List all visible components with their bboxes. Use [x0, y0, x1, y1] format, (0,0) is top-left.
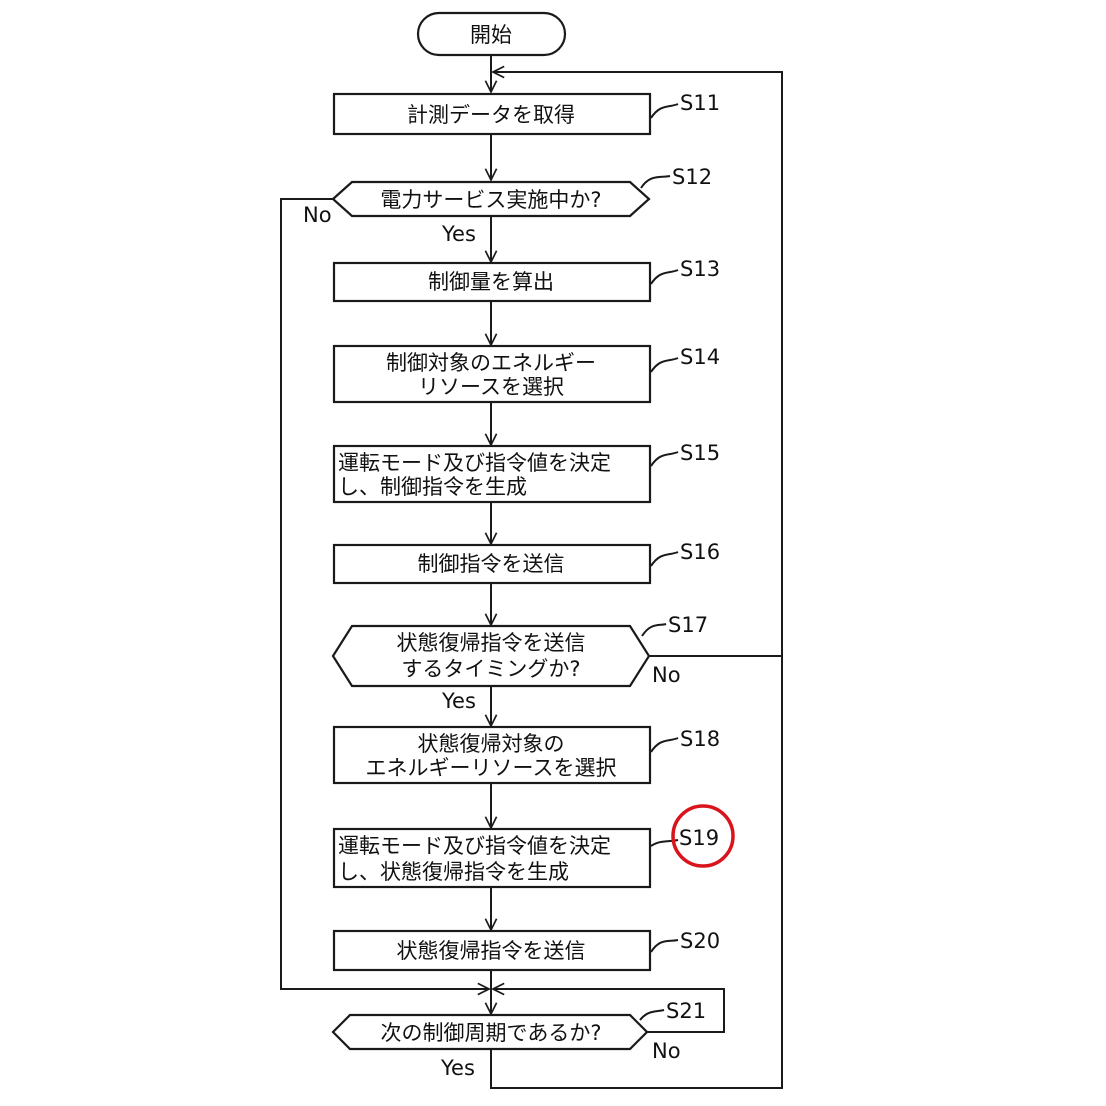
step-s14-text-1: 制御対象のエネルギー [386, 351, 596, 375]
decision-s21-no: No [652, 1039, 681, 1063]
decision-s17-text-2: するタイミングか? [401, 657, 580, 681]
s17-leader [641, 623, 667, 637]
step-s15-text-2: し、制御指令を生成 [338, 475, 527, 499]
step-s20-id: S20 [680, 929, 720, 953]
decision-s12-yes: Yes [441, 222, 476, 246]
start-label: 開始 [470, 23, 512, 47]
step-s16-id: S16 [680, 540, 720, 564]
step-s20-text: 状態復帰指令を送信 [397, 939, 586, 963]
s12-leader [640, 175, 671, 189]
s21-no-path [493, 989, 725, 1033]
s12-no-path [280, 198, 489, 989]
decision-s12: 電力サービス実施中か? S12 No Yes [303, 165, 712, 246]
step-s15: 運転モード及び指令値を決定 し、制御指令を生成 S15 [332, 441, 720, 504]
step-s19-text-1: 運転モード及び指令値を決定 [338, 834, 611, 858]
s19-highlight-circle [671, 804, 735, 868]
s16-leader [650, 551, 679, 567]
step-s11: 計測データを取得 S11 [332, 91, 720, 136]
step-s18-id: S18 [680, 727, 720, 751]
step-s20: 状態復帰指令を送信 S20 [332, 929, 720, 972]
s21-yes-return-path [490, 72, 783, 1089]
decision-s12-no: No [303, 203, 332, 227]
step-s18-text-1: 状態復帰対象の [418, 732, 565, 756]
step-s11-id: S11 [680, 91, 720, 115]
step-s15-id: S15 [680, 441, 720, 465]
decision-s17-id: S17 [668, 613, 708, 637]
s11-leader [650, 103, 679, 119]
step-s13: 制御量を算出 S13 [332, 257, 720, 303]
decision-s21-text: 次の制御周期であるか? [381, 1021, 602, 1045]
decision-s21: 次の制御周期であるか? S21 No Yes [331, 999, 706, 1080]
decision-s12-id: S12 [672, 165, 712, 189]
s13-leader [650, 269, 679, 285]
step-s14-id: S14 [680, 345, 720, 369]
decision-s17-yes: Yes [441, 689, 476, 713]
decision-s17-text-1: 状態復帰指令を送信 [397, 631, 586, 655]
step-s13-id: S13 [680, 257, 720, 281]
decision-s17-no: No [652, 663, 681, 687]
s19-leader [650, 839, 679, 847]
step-s11-text: 計測データを取得 [407, 103, 575, 127]
decision-s12-text: 電力サービス実施中か? [380, 188, 601, 212]
s14-leader [650, 357, 679, 373]
step-s16-text: 制御指令を送信 [418, 552, 565, 576]
step-s14: 制御対象のエネルギー リソースを選択 S14 [332, 344, 720, 404]
step-s19: 運転モード及び指令値を決定 し、状態復帰指令を生成 S19 [332, 804, 735, 889]
s21-leader [639, 1009, 665, 1021]
step-s13-text: 制御量を算出 [428, 270, 554, 294]
step-s18-text-2: エネルギーリソースを選択 [366, 756, 617, 780]
step-s19-id: S19 [679, 826, 719, 850]
step-s19-text-2: し、状態復帰指令を生成 [338, 860, 569, 884]
decision-s17: 状態復帰指令を送信 するタイミングか? S17 No Yes [331, 613, 708, 713]
step-s16: 制御指令を送信 S16 [332, 540, 720, 585]
step-s14-text-2: リソースを選択 [418, 375, 564, 399]
s15-leader [650, 451, 679, 467]
decision-s21-id: S21 [666, 999, 706, 1023]
s20-leader [650, 939, 679, 953]
s18-leader [650, 737, 679, 753]
step-s15-text-1: 運転モード及び指令値を決定 [338, 451, 611, 475]
step-s18: 状態復帰対象の エネルギーリソースを選択 S18 [332, 725, 720, 785]
decision-s21-yes: Yes [440, 1056, 475, 1080]
